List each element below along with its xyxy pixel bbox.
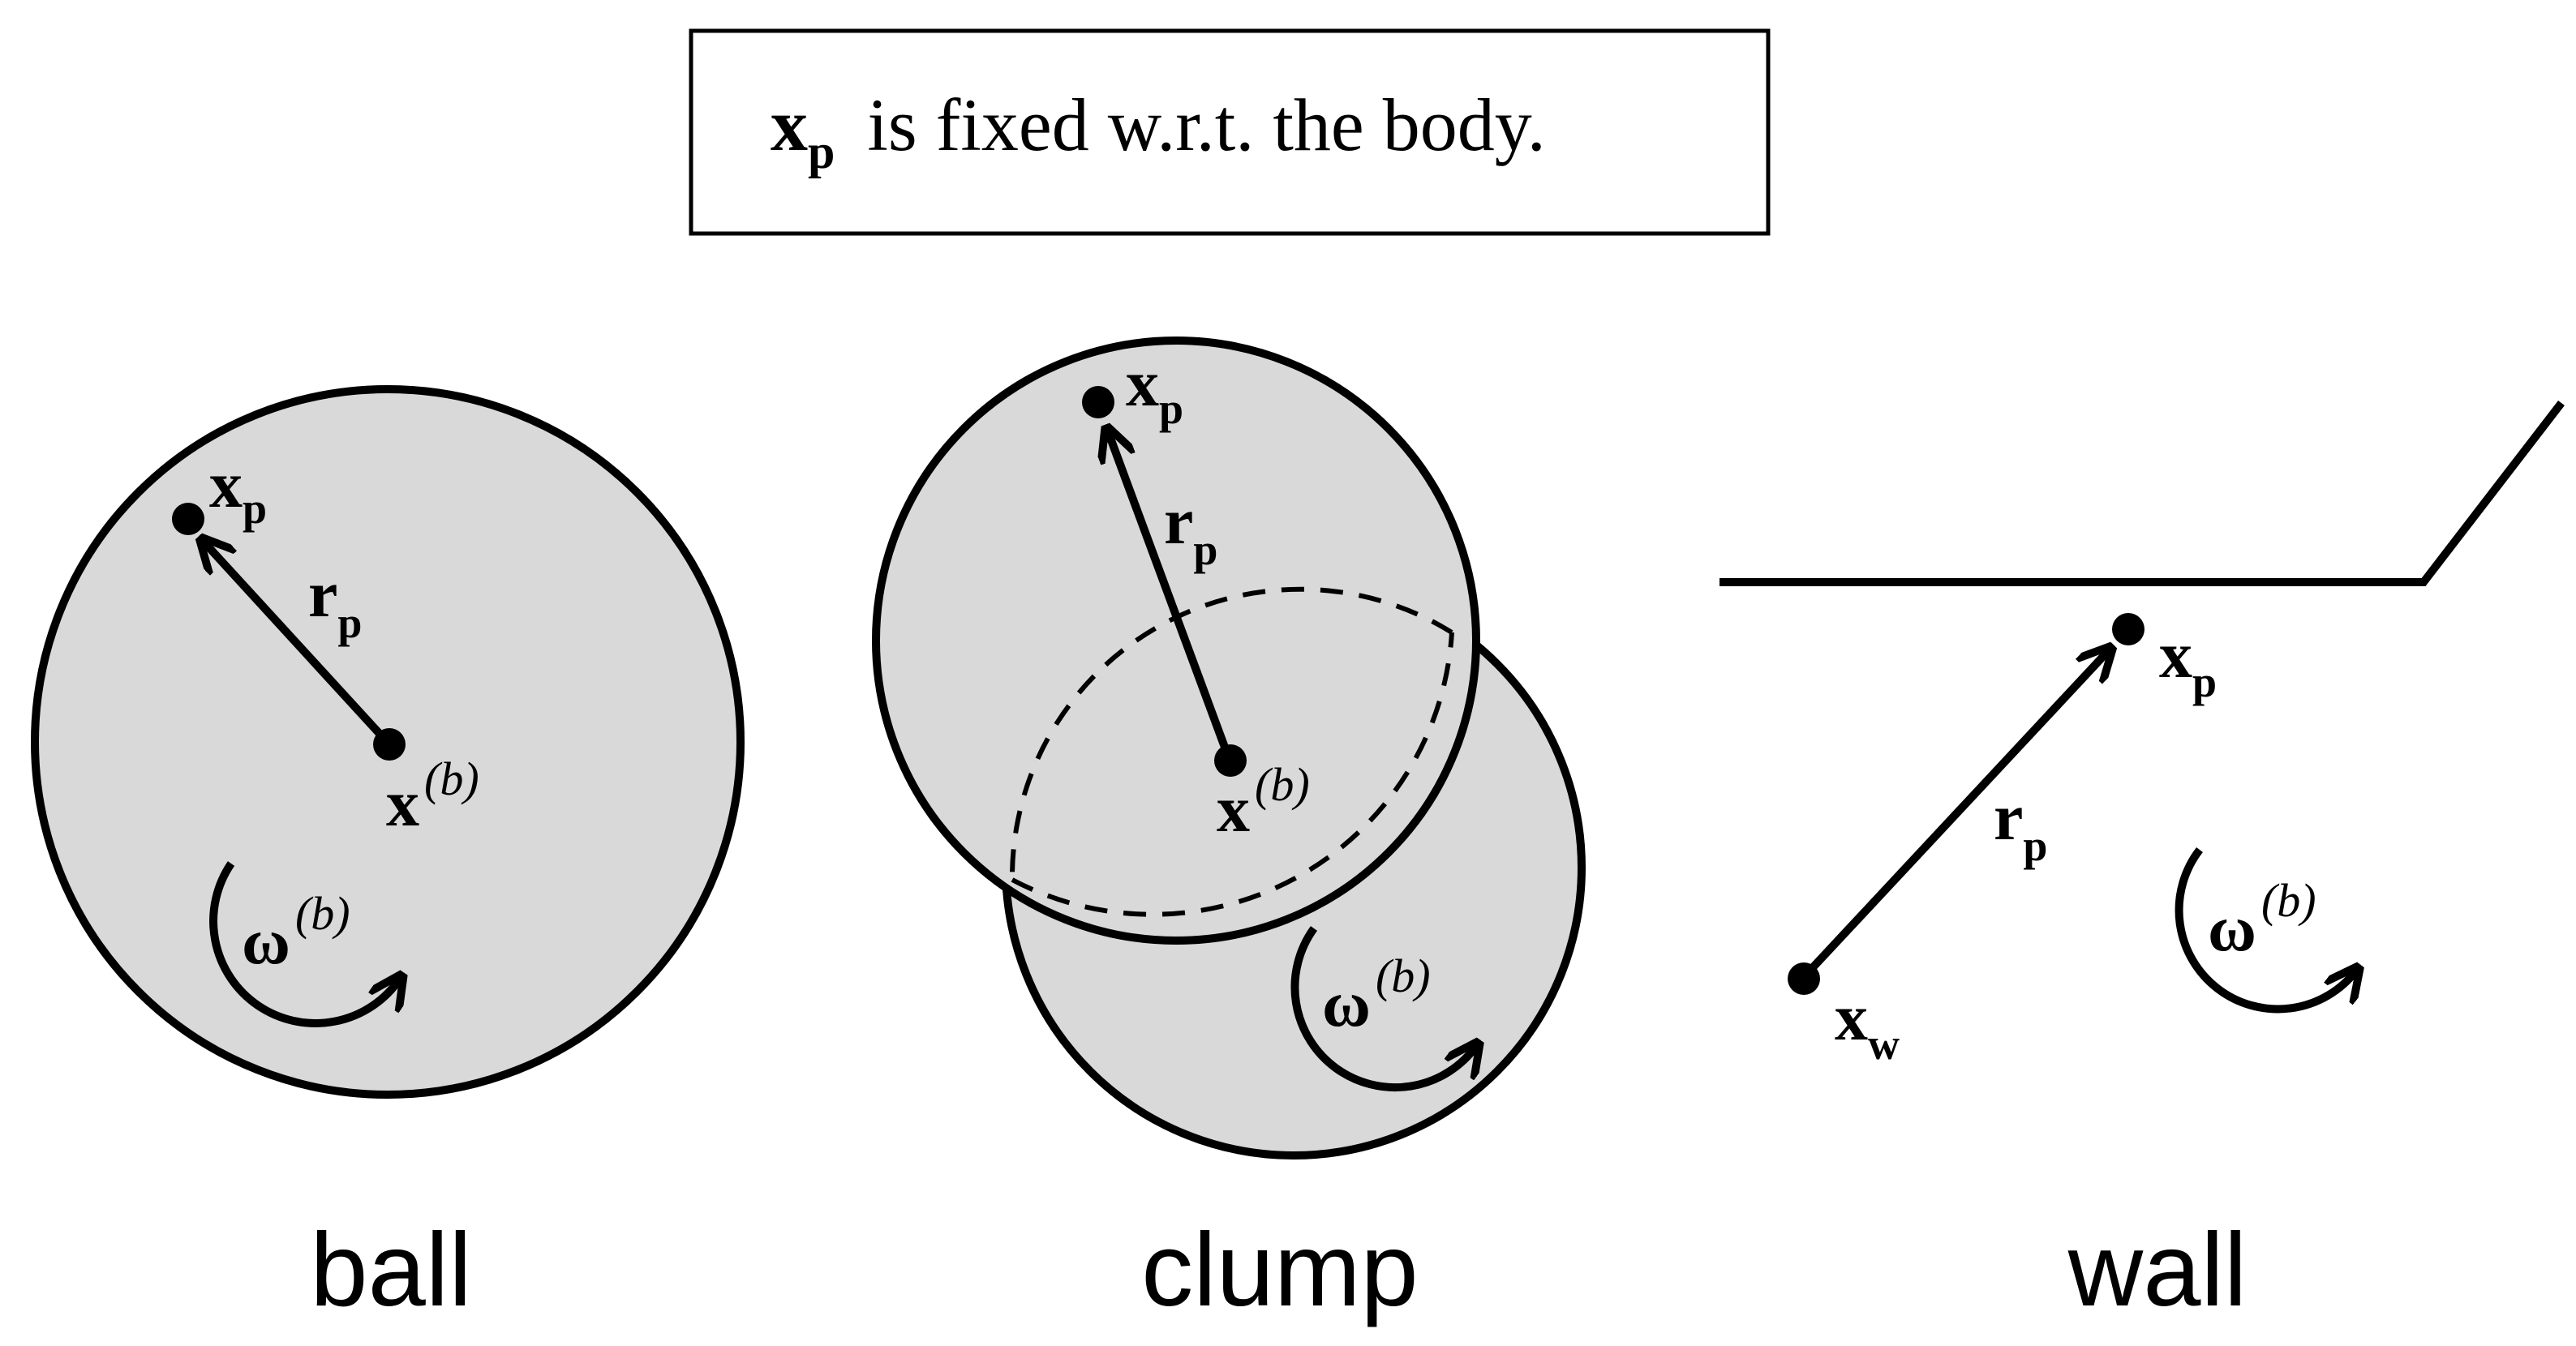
caption-text: xp is fixed w.r.t. the body. <box>771 84 1546 178</box>
ball-center-point <box>373 728 406 761</box>
caption-frame <box>689 28 1771 236</box>
clump-vector-label: rp <box>1164 484 1217 574</box>
ball-surface-point <box>172 503 204 535</box>
clump-rotation-label: ω(b) <box>1322 949 1431 1040</box>
ball-rotation-label: ω(b) <box>242 887 350 978</box>
wall-origin-point <box>1788 962 1820 995</box>
wall-origin-label: xw <box>1835 980 1900 1069</box>
ball-rotation-arrow <box>209 861 400 1027</box>
wall-rotation-arrow <box>2175 847 2356 1014</box>
clump-rotation-arrow <box>1290 926 1476 1091</box>
wall-surface <box>1719 400 2565 586</box>
caption-statement: is fixed w.r.t. the body. <box>867 84 1545 166</box>
wall-point-label: xp <box>2159 618 2217 706</box>
ball-point-label: xp <box>209 448 267 533</box>
clump-surface-point <box>1082 386 1114 418</box>
wall-caption: wall <box>2067 1212 2248 1328</box>
wall-rotation-label: ω(b) <box>2208 874 2316 965</box>
wall-panel: xp rp xw ω(b) wall <box>1719 400 2565 1328</box>
ball-vector-label: rp <box>308 557 362 647</box>
ball-panel: xp rp x(b) ω(b) ball <box>31 385 745 1328</box>
wall-vector-label: rp <box>1994 780 2047 870</box>
clump-center-point <box>1214 744 1247 777</box>
clump-center-label: x(b) <box>1217 758 1310 846</box>
clump-caption: clump <box>1141 1212 1418 1328</box>
ball-caption: ball <box>310 1212 471 1328</box>
caption-symbol-sub: p <box>808 125 835 178</box>
wall-position-vector-arrow <box>1801 650 2109 980</box>
caption-box: xp is fixed w.r.t. the body. <box>689 28 1771 236</box>
clump-position-vector-arrow <box>1108 431 1233 760</box>
clump-panel: xp rp x(b) ω(b) clump <box>872 336 1586 1328</box>
caption-symbol: x <box>771 84 808 166</box>
clump-overlap-outline <box>1011 632 1454 917</box>
clump-point-label: xp <box>1126 346 1183 433</box>
ball-center-label: x(b) <box>386 752 479 840</box>
ball-position-vector-arrow <box>204 542 393 748</box>
clump-hidden-outline <box>1009 586 1453 881</box>
wall-contact-point <box>2112 613 2145 645</box>
